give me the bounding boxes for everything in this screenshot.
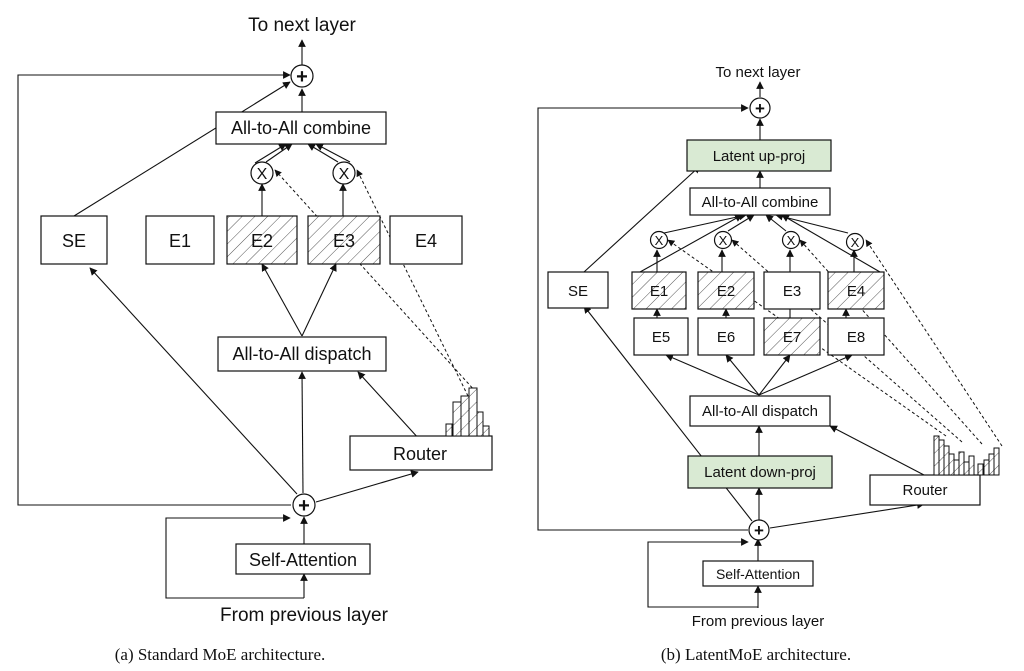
b-expert-box bbox=[697, 317, 755, 356]
b-combine-box bbox=[689, 187, 831, 216]
b-mul-icon: X bbox=[713, 230, 733, 250]
b-mul-icon: X bbox=[649, 230, 669, 250]
b-expert-label: E5 bbox=[652, 329, 670, 346]
b-from-previous-layer-label: From previous layer bbox=[692, 613, 825, 630]
a-to-next-layer-label: To next layer bbox=[248, 15, 356, 36]
svg-text:X: X bbox=[339, 166, 350, 183]
b-expert-box-active bbox=[827, 271, 885, 310]
b-dispatch-box bbox=[689, 395, 831, 427]
b-router-label: Router bbox=[902, 482, 947, 499]
panel-b-latent-moe: Latent up-proj All-to-All combine SE E1 … bbox=[537, 64, 1003, 664]
svg-text:X: X bbox=[787, 233, 796, 248]
svg-text:X: X bbox=[257, 166, 268, 183]
svg-text:+: + bbox=[755, 99, 765, 118]
b-dispatch-label: All-to-All dispatch bbox=[702, 403, 818, 420]
a-combine-box bbox=[215, 111, 387, 145]
b-combine-label: All-to-All combine bbox=[702, 194, 819, 211]
a-expert-label: E2 bbox=[251, 231, 273, 251]
b-add-icon-bottom: + bbox=[748, 519, 770, 541]
b-expert-label: E1 bbox=[650, 283, 668, 300]
svg-text:+: + bbox=[754, 521, 764, 540]
a-expert-box-active bbox=[226, 215, 298, 265]
panel-a-standard-moe: All-to-All combine SE E1 E2 E3 E4 All-to… bbox=[17, 15, 493, 664]
svg-text:X: X bbox=[851, 235, 860, 250]
b-latent-down-proj-label: Latent down-proj bbox=[704, 464, 816, 481]
panel-a-connections bbox=[17, 39, 477, 599]
a-add-icon-bottom: + bbox=[292, 493, 316, 517]
svg-text:X: X bbox=[655, 233, 664, 248]
a-mul-icon: X bbox=[332, 161, 356, 185]
a-router-label: Router bbox=[393, 444, 447, 464]
svg-text:+: + bbox=[298, 495, 310, 517]
a-expert-label: E1 bbox=[169, 231, 191, 251]
a-dispatch-label: All-to-All dispatch bbox=[232, 344, 371, 364]
b-expert-box-active bbox=[763, 317, 821, 356]
b-to-next-layer-label: To next layer bbox=[715, 64, 800, 81]
a-expert-label: E4 bbox=[415, 231, 437, 251]
b-latent-up-proj-box bbox=[686, 139, 832, 172]
b-expert-box bbox=[763, 271, 821, 310]
a-self-attention-label: Self-Attention bbox=[249, 550, 357, 570]
b-add-icon-top: + bbox=[749, 97, 771, 119]
b-expert-label: E6 bbox=[717, 329, 735, 346]
b-expert-label: E8 bbox=[847, 329, 865, 346]
a-expert-box-active bbox=[307, 215, 381, 265]
b-latent-down-proj-box bbox=[687, 455, 833, 489]
b-expert-box-active bbox=[631, 271, 687, 310]
b-self-attention-box bbox=[702, 560, 814, 587]
a-expert-box bbox=[389, 215, 463, 265]
a-combine-label: All-to-All combine bbox=[231, 118, 371, 138]
b-router-box bbox=[869, 474, 981, 506]
a-add-icon-top: + bbox=[290, 64, 314, 88]
a-expert-box bbox=[145, 215, 215, 265]
a-dispatch-box bbox=[217, 336, 387, 372]
b-expert-box-active bbox=[697, 271, 755, 310]
b-expert-box bbox=[633, 317, 689, 356]
a-router-box bbox=[349, 435, 493, 471]
b-shared-expert-box bbox=[547, 271, 609, 309]
b-shared-expert-label: SE bbox=[568, 283, 588, 300]
svg-text:X: X bbox=[719, 233, 728, 248]
a-from-previous-layer-label: From previous layer bbox=[220, 605, 389, 626]
b-expert-label: E2 bbox=[717, 283, 735, 300]
b-router-histogram-icon bbox=[933, 435, 1000, 476]
b-expert-box bbox=[827, 317, 885, 356]
b-caption: (b) LatentMoE architecture. bbox=[661, 645, 851, 664]
b-expert-label: E7 bbox=[783, 329, 801, 346]
a-expert-label: E3 bbox=[333, 231, 355, 251]
b-self-attention-label: Self-Attention bbox=[716, 566, 800, 582]
b-mul-icon: X bbox=[845, 232, 865, 252]
a-shared-expert-label: SE bbox=[62, 231, 86, 251]
a-shared-expert-box bbox=[40, 215, 108, 265]
b-latent-up-proj-label: Latent up-proj bbox=[713, 148, 806, 165]
a-self-attention-box bbox=[235, 543, 371, 575]
b-expert-label: E4 bbox=[847, 283, 865, 300]
a-caption: (a) Standard MoE architecture. bbox=[115, 645, 326, 664]
b-mul-icon: X bbox=[781, 230, 801, 250]
a-router-histogram-icon bbox=[445, 387, 490, 437]
b-expert-label: E3 bbox=[783, 283, 801, 300]
a-mul-icon: X bbox=[250, 161, 274, 185]
svg-text:+: + bbox=[296, 66, 308, 88]
